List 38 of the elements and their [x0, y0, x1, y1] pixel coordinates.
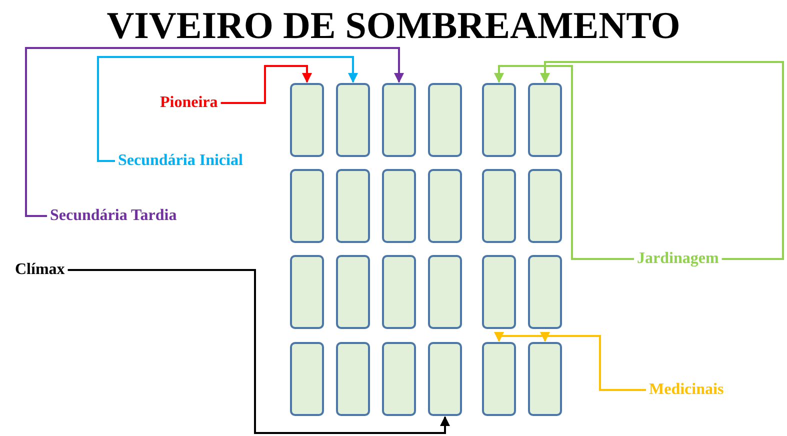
arrow	[540, 332, 646, 391]
nursery-bed	[482, 169, 516, 243]
nursery-bed	[290, 255, 324, 329]
arrow	[494, 65, 634, 260]
nursery-bed	[482, 83, 516, 157]
nursery-bed	[528, 169, 562, 243]
nursery-bed	[290, 342, 324, 416]
diagram-title: VIVEIRO DE SOMBREAMENTO	[106, 4, 682, 48]
nursery-bed	[290, 83, 324, 157]
nursery-bed	[336, 83, 370, 157]
nursery-bed	[482, 342, 516, 416]
category-label: Secundária Tardia	[50, 207, 177, 225]
category-label: Pioneira	[160, 94, 218, 112]
category-label: Secundária Inicial	[118, 152, 243, 170]
category-label: Medicinais	[649, 381, 724, 399]
arrow	[220, 65, 312, 104]
nursery-bed	[428, 255, 462, 329]
nursery-bed	[428, 169, 462, 243]
nursery-bed	[428, 83, 462, 157]
nursery-bed	[336, 169, 370, 243]
nursery-bed	[382, 342, 416, 416]
nursery-bed	[528, 342, 562, 416]
nursery-bed	[528, 255, 562, 329]
nursery-bed	[336, 255, 370, 329]
nursery-bed	[528, 83, 562, 157]
nursery-bed	[382, 169, 416, 243]
nursery-bed	[290, 169, 324, 243]
arrow	[97, 56, 358, 162]
nursery-bed	[382, 255, 416, 329]
nursery-bed	[482, 255, 516, 329]
category-label: Jardinagem	[637, 250, 719, 268]
nursery-bed	[382, 83, 416, 157]
nursery-bed	[428, 342, 462, 416]
arrow	[68, 269, 450, 434]
arrow	[25, 47, 404, 217]
nursery-bed	[336, 342, 370, 416]
category-label: Clímax	[15, 261, 65, 279]
arrow	[540, 61, 784, 260]
